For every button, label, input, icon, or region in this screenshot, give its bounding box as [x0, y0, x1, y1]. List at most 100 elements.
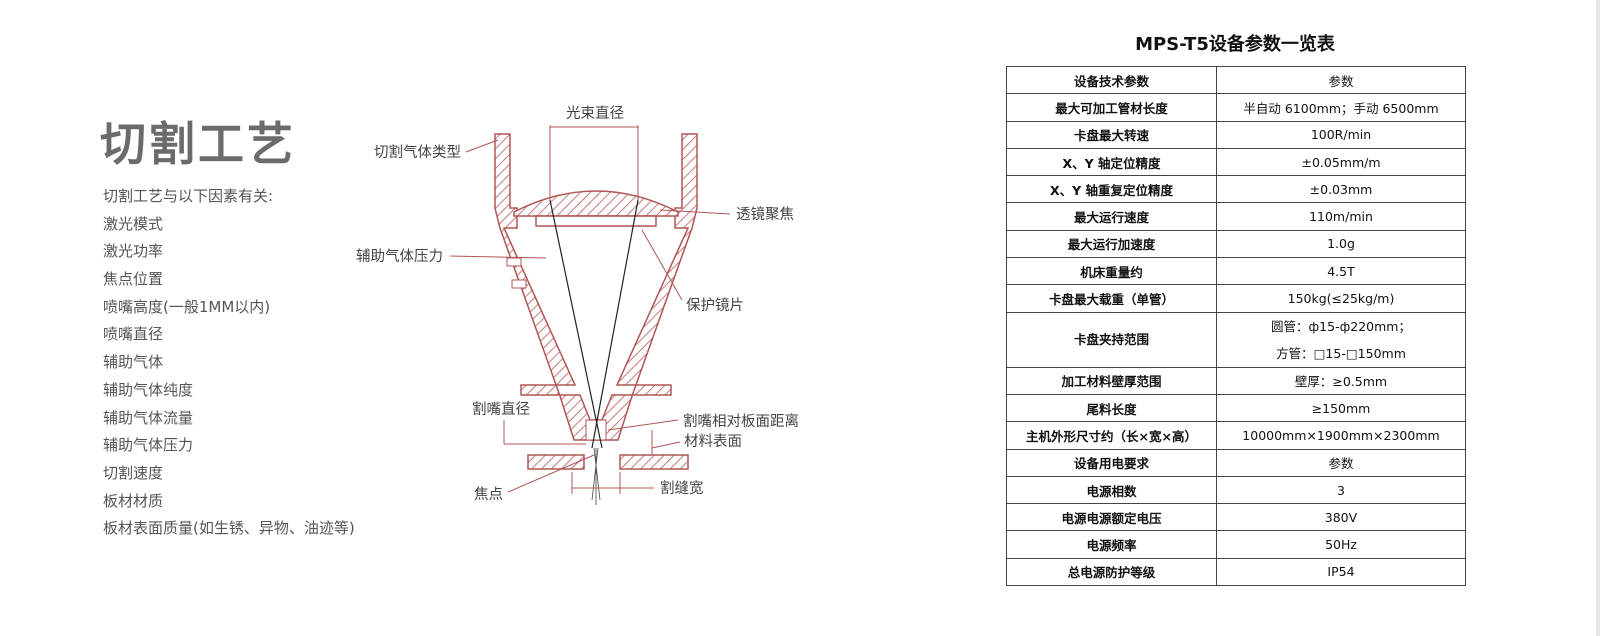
- table-cell-key: 主机外形尺寸约（长×宽×高）: [1006, 421, 1217, 450]
- table-row: 卡盘夹持范围 圆管：ф15-ф220mm； 方管：□15-□150mm: [1006, 311, 1466, 368]
- table-cell-value: 1.0g: [1216, 229, 1466, 259]
- table-cell-key: 卡盘最大载重（单管）: [1006, 284, 1217, 313]
- list-item: 板材表面质量(如生锈、异物、油迹等): [103, 519, 355, 538]
- list-item: 切割工艺与以下因素有关:: [103, 187, 274, 205]
- table-cell-value: 壁厚：≥0.5mm: [1216, 366, 1466, 395]
- table-cell-key: 卡盘最大转速: [1006, 120, 1217, 149]
- table-cell-key: 总电源防护等级: [1006, 557, 1217, 587]
- clamp-square-tube: 方管：□15-□150mm: [1276, 345, 1406, 361]
- leader-line: [449, 255, 547, 259]
- table-cell-value: 圆管：ф15-ф220mm； 方管：□15-□150mm: [1216, 311, 1466, 368]
- table-row: 尾料长度≥150mm: [1006, 393, 1466, 423]
- table-cell-key: 电源频率: [1006, 530, 1217, 559]
- gas-port: [506, 257, 522, 267]
- table-row: 加工材料壁厚范围壁厚：≥0.5mm: [1006, 366, 1466, 395]
- table-cell-key: 电源相数: [1006, 475, 1217, 505]
- factor-list: 切割工艺与以下因素有关: 激光模式 激光功率 焦点位置 喷嘴高度(一般1MM以内…: [103, 183, 355, 543]
- table-cell-value: 150kg(≤25kg/m): [1216, 284, 1466, 313]
- table-cell-value: ±0.05mm/m: [1216, 147, 1466, 177]
- label-nozzle-diameter: 割嘴直径: [472, 401, 530, 418]
- table-cell-key: 机床重量约: [1006, 257, 1217, 286]
- table-title: MPS-T5设备参数一览表: [1135, 34, 1335, 55]
- table-cell-value: 110m/min: [1216, 202, 1466, 231]
- beam-line: [591, 447, 599, 501]
- clamp-round-tube: 圆管：ф15-ф220mm；: [1270, 318, 1411, 334]
- list-item: 激光功率: [103, 242, 164, 261]
- leader-line: [507, 454, 595, 493]
- list-item: 辅助气体压力: [103, 436, 194, 455]
- protective-glass: [535, 215, 657, 227]
- label-gas-pressure: 辅助气体压力: [356, 248, 443, 265]
- table-row: X、Y 轴定位精度±0.05mm/m: [1006, 147, 1466, 177]
- table-cell-key: 电源电源额定电压: [1006, 503, 1217, 532]
- label-beam-diameter: 光束直径: [566, 105, 624, 122]
- beam-line: [549, 199, 603, 449]
- table-cell-value: 380V: [1216, 503, 1466, 532]
- table-cell-value: IP54: [1216, 557, 1466, 587]
- section-title: 切割工艺: [100, 117, 296, 171]
- label-gas-type: 切割气体类型: [374, 144, 461, 161]
- label-kerf-width: 割缝宽: [660, 480, 704, 497]
- work-plate-right: [619, 454, 689, 470]
- table-cell-key: 设备技术参数: [1006, 65, 1217, 95]
- table-row: 最大可加工管材长度半自动 6100mm；手动 6500mm: [1006, 93, 1466, 122]
- table-row: 主机外形尺寸约（长×宽×高）10000mm×1900mm×2300mm: [1006, 421, 1466, 450]
- list-item: 焦点位置: [103, 270, 164, 289]
- list-item: 辅助气体流量: [103, 408, 194, 427]
- list-item: 激光模式: [103, 214, 164, 233]
- table-cell-key: 最大运行速度: [1006, 202, 1217, 231]
- table-cell-key: X、Y 轴重复定位精度: [1006, 175, 1217, 204]
- label-nozzle-distance: 割嘴相对板面距离: [683, 412, 799, 430]
- list-item: 板材材质: [103, 491, 164, 510]
- label-lens-focus: 透镜聚焦: [736, 205, 794, 223]
- table-cell-value: 参数: [1216, 65, 1466, 95]
- leader-line: [641, 229, 683, 301]
- focus-lens: [513, 190, 679, 217]
- table-cell-value: 3: [1216, 475, 1466, 505]
- table-cell-value: 10000mm×1900mm×2300mm: [1216, 421, 1466, 450]
- table-row: X、Y 轴重复定位精度±0.03mm: [1006, 175, 1466, 204]
- list-item: 喷嘴高度(一般1MM以内): [103, 297, 271, 316]
- cutting-head-diagram: 光束直径 切割气体类型 透镜聚焦 辅助气体压力 保护镜片 割嘴直径 割嘴相对板面…: [356, 105, 799, 505]
- table-cell-value: ±0.03mm: [1216, 175, 1466, 204]
- leader-line: [607, 419, 679, 431]
- label-focal-point: 焦点: [474, 486, 503, 503]
- table-cell-value: 半自动 6100mm；手动 6500mm: [1216, 93, 1466, 122]
- label-protective-lens: 保护镜片: [686, 296, 744, 314]
- table-cell-value: 参数: [1216, 448, 1466, 477]
- leader-line: [465, 139, 499, 153]
- label-material-surface: 材料表面: [684, 433, 742, 450]
- table-row: 设备技术参数参数: [1006, 65, 1466, 95]
- nozzle-right-wall: [591, 133, 698, 441]
- table-row: 卡盘最大载重（单管）150kg(≤25kg/m): [1006, 284, 1466, 313]
- work-plate-left: [527, 454, 585, 470]
- table-cell-key: 加工材料壁厚范围: [1006, 366, 1217, 395]
- table-cell-value: 4.5T: [1216, 257, 1466, 286]
- table-cell-key: 最大可加工管材长度: [1006, 93, 1217, 122]
- table-cell-value: 50Hz: [1216, 530, 1466, 559]
- list-item: 切割速度: [103, 463, 164, 482]
- spec-table: 设备技术参数参数 最大可加工管材长度半自动 6100mm；手动 6500mm 卡…: [1006, 65, 1466, 587]
- leader-line: [659, 209, 731, 215]
- list-item: 辅助气体纯度: [103, 380, 194, 399]
- table-cell-value: ≥150mm: [1216, 393, 1466, 423]
- beam-line: [593, 447, 601, 501]
- list-item: 喷嘴直径: [103, 325, 164, 344]
- table-cell-key: 最大运行加速度: [1006, 229, 1217, 259]
- table-cell-key: 设备用电要求: [1006, 448, 1217, 477]
- leader-line: [651, 441, 681, 449]
- table-cell-key: 卡盘夹持范围: [1006, 311, 1217, 368]
- table-cell-value: 100R/min: [1216, 120, 1466, 149]
- gas-port: [511, 279, 527, 289]
- table-row: 设备用电要求参数: [1006, 448, 1466, 477]
- list-item: 辅助气体: [103, 353, 164, 372]
- nozzle-tip: [585, 419, 607, 441]
